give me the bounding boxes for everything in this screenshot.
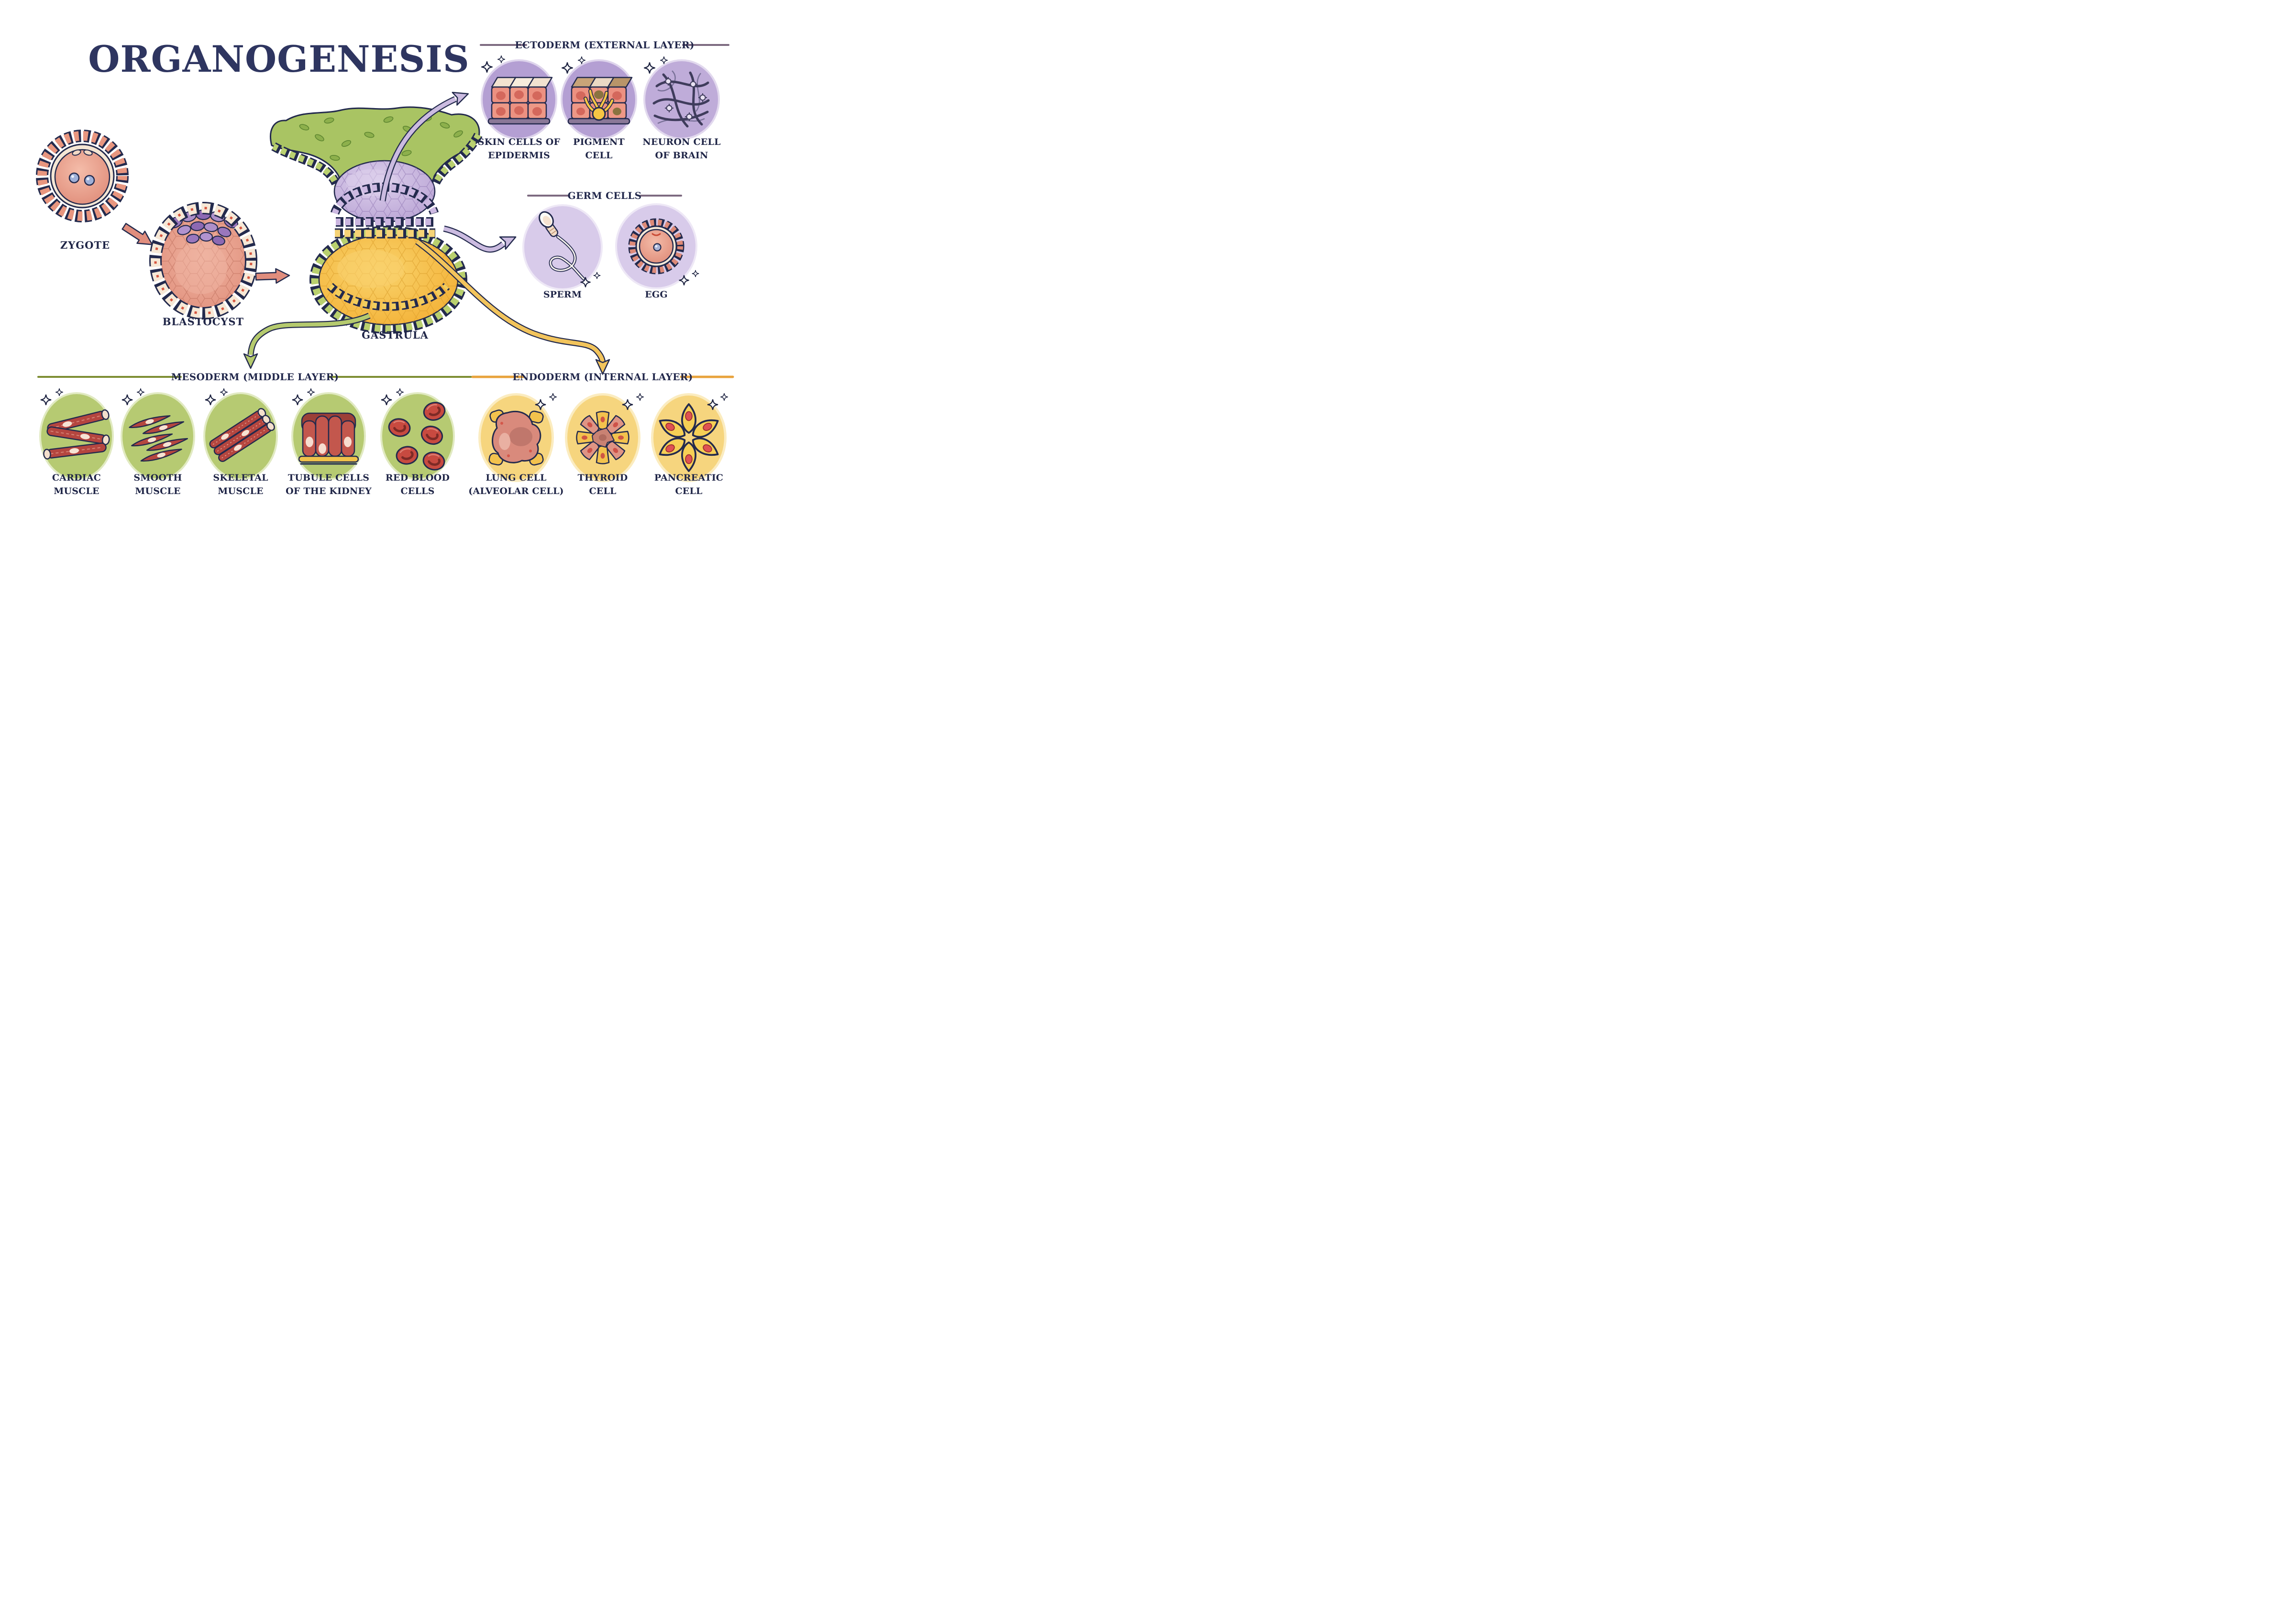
lung-cell-illustration [478, 393, 554, 482]
sparkle-icon [720, 393, 729, 401]
smooth-muscle-illustration [121, 392, 195, 480]
zygote-nucleus [84, 175, 95, 186]
sparkle-icon [204, 394, 217, 406]
melanocyte [584, 89, 614, 121]
smooth-muscle-label: SMOOTH [133, 473, 182, 483]
sparkle-icon [692, 270, 699, 277]
sparkle-icon [380, 394, 393, 406]
arrow-blastocyst-to-gastrula [255, 268, 290, 284]
arrow-zygote-to-blastocyst [121, 223, 153, 245]
egg-label: EGG [645, 289, 668, 300]
lung-cell-label: LUNG CELL [486, 473, 546, 483]
sparkle-icon [396, 388, 404, 396]
gastrula-canopy [270, 106, 480, 188]
skin-cells-label: SKIN CELLS OF [478, 137, 561, 147]
sparkle-icon [55, 388, 64, 396]
sparkle-icon [307, 388, 315, 396]
zygote-nucleus [68, 172, 80, 184]
arrow-gastrula-to-mesoderm [243, 313, 371, 369]
sparkle-icon [549, 393, 557, 401]
zygote-illustration [36, 130, 129, 222]
neuron-cell-label: OF BRAIN [655, 150, 708, 161]
mesoderm-header: MESODERM (MIDDLE LAYER) [171, 371, 339, 383]
thyroid-cell-illustration [565, 393, 640, 482]
gastrula-illustration [270, 106, 483, 334]
pancreatic-cell-illustration [651, 393, 727, 482]
gastrula-label: GASTRULA [362, 329, 429, 341]
arrow-gastrula-to-germ-cells [443, 225, 517, 253]
neuron-cell-illustration [643, 59, 720, 140]
red-blood-cells-illustration [380, 392, 455, 480]
tubule-cells-label: OF THE KIDNEY [286, 486, 372, 496]
sparkle-icon [291, 394, 304, 406]
germ-cells-section: GERM CELLS SPERM EGG [522, 190, 699, 300]
ectoderm-section: ECTODERM (EXTERNAL LAYER) [478, 39, 729, 161]
sparkle-icon [643, 62, 656, 74]
neuron-cell-label: NEURON CELL [642, 137, 720, 147]
mesoderm-section: MESODERM (MIDDLE LAYER) [37, 371, 472, 496]
ectoderm-header: ECTODERM (EXTERNAL LAYER) [515, 39, 694, 51]
blastocyst-label: BLASTOCYST [163, 316, 244, 328]
sparkle-icon [121, 394, 133, 406]
pancreatic-cell-label: CELL [675, 486, 702, 496]
sperm-label: SPERM [543, 289, 582, 300]
red-blood-cells-label: RED BLOOD [386, 473, 450, 483]
diagram-canvas: ORGANOGENESIS ZYGOTE BLASTOCYST [36, 38, 734, 496]
pigment-cell-illustration [561, 59, 637, 140]
thyroid-cell-label: CELL [589, 486, 616, 496]
sparkle-icon [136, 388, 145, 396]
skin-cells-illustration [481, 59, 557, 140]
blastocyst-illustration [149, 202, 257, 319]
tubule-cells-illustration [291, 392, 366, 480]
lung-cell-label: (ALVEOLAR CELL) [468, 486, 563, 496]
sparkle-icon [497, 55, 506, 64]
endoderm-header: ENDODERM (INTERNAL LAYER) [513, 371, 693, 383]
arrow-gastrula-to-endoderm [415, 239, 610, 375]
skeletal-muscle-illustration [203, 392, 278, 480]
tubule-cells-label: TUBULE CELLS [288, 473, 369, 483]
skin-cells-label: EPIDERMIS [488, 150, 550, 161]
organogenesis-diagram: ORGANOGENESIS ZYGOTE BLASTOCYST [0, 0, 765, 535]
skeletal-muscle-label: SKELETAL [213, 473, 268, 483]
pancreatic-cell-label: PANCREATIC [654, 473, 723, 483]
page-title: ORGANOGENESIS [88, 38, 469, 80]
zygote-label: ZYGOTE [60, 239, 110, 251]
red-blood-cells-label: CELLS [400, 486, 434, 496]
sparkle-icon [636, 393, 644, 401]
germ-cells-header: GERM CELLS [568, 190, 642, 201]
sparkle-icon [40, 394, 52, 406]
cardiac-muscle-label: MUSCLE [54, 486, 99, 496]
sperm-illustration [522, 204, 603, 290]
endoderm-section: ENDODERM (INTERNAL LAYER) [468, 371, 734, 496]
arrow-gastrula-to-ectoderm [379, 92, 469, 201]
cardiac-muscle-illustration [39, 392, 114, 480]
egg-illustration [615, 203, 697, 289]
sparkle-icon [220, 388, 228, 396]
pigment-cell-label: PIGMENT [573, 137, 625, 147]
cardiac-muscle-label: CARDIAC [52, 473, 101, 483]
thyroid-cell-label: THYROID [578, 473, 628, 483]
egg-nucleus [653, 243, 662, 252]
smooth-muscle-label: MUSCLE [135, 486, 181, 496]
sparkle-icon [481, 61, 493, 73]
skeletal-muscle-label: MUSCLE [218, 486, 264, 496]
pigment-cell-label: CELL [585, 150, 612, 161]
